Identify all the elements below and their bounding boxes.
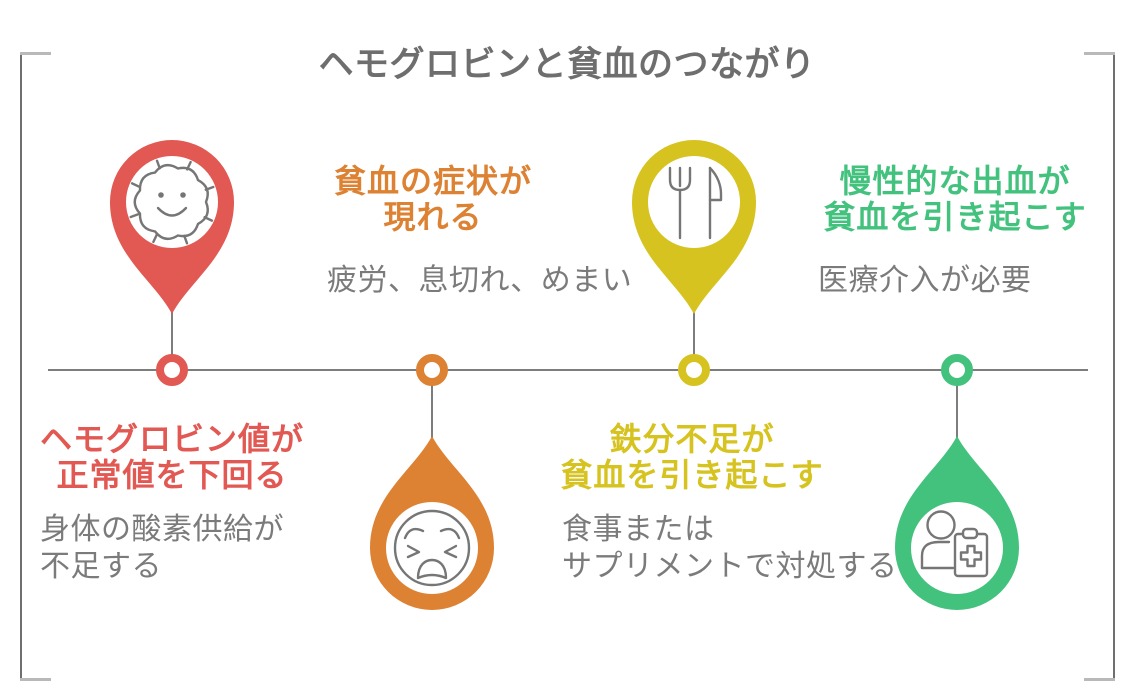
frame-top-right-arm xyxy=(1084,52,1115,55)
timeline-line xyxy=(48,369,1088,371)
step3-heading: 鉄分不足が 貧血を引き起こす xyxy=(542,421,842,493)
heading-line: 現れる xyxy=(383,199,483,235)
map-pin-step4 xyxy=(893,434,1021,612)
blood-cell-icon xyxy=(129,159,215,245)
step1-body: 身体の酸素供給が 不足する xyxy=(40,511,284,585)
timeline-ring-step1 xyxy=(156,354,188,386)
heading-line: 貧血の症状が xyxy=(333,163,532,199)
connector-step1 xyxy=(171,308,173,358)
connector-step3 xyxy=(693,308,695,358)
body-line: サプリメントで対処する xyxy=(562,550,898,583)
heading-line: 正常値を下回る xyxy=(56,457,288,493)
frame-top-left-arm xyxy=(20,52,51,55)
frame-bottom-right-arm xyxy=(1084,678,1115,681)
body-line: 身体の酸素供給が xyxy=(40,513,284,546)
step4-heading: 慢性的な出血が 貧血を引き起こす xyxy=(805,163,1105,235)
heading-line: 貧血を引き起こす xyxy=(560,457,824,493)
timeline-ring-step3 xyxy=(678,354,710,386)
body-line: 食事または xyxy=(562,513,715,546)
step4-body: 医療介入が必要 xyxy=(818,262,1032,299)
connector-step4 xyxy=(956,382,958,438)
map-pin-step2 xyxy=(368,434,496,612)
step1-heading: ヘモグロビン値が 正常値を下回る xyxy=(22,421,322,493)
heading-line: 貧血を引き起こす xyxy=(823,199,1087,235)
body-line: 疲労、息切れ、めまい xyxy=(327,264,633,297)
connector-step2 xyxy=(431,382,433,438)
frame-right-line xyxy=(1113,52,1115,681)
step3-body: 食事または サプリメントで対処する xyxy=(562,511,898,585)
step2-body: 疲労、息切れ、めまい xyxy=(327,262,632,299)
body-line: 医療介入が必要 xyxy=(818,264,1032,297)
map-pin-step3 xyxy=(630,138,758,316)
frame-left-line xyxy=(20,52,22,681)
fork-knife-icon xyxy=(668,166,723,240)
body-line: 不足する xyxy=(40,550,162,583)
heading-line: 鉄分不足が xyxy=(609,421,775,457)
heading-line: 慢性的な出血が xyxy=(839,163,1071,199)
timeline-ring-step2 xyxy=(416,354,448,386)
doctor-clipboard-icon xyxy=(920,510,989,578)
step2-heading: 貧血の症状が 現れる xyxy=(283,163,583,235)
weary-face-icon xyxy=(393,509,471,587)
timeline-ring-step4 xyxy=(941,354,973,386)
frame-bottom-left-arm xyxy=(20,678,51,681)
map-pin-step1 xyxy=(108,138,236,316)
heading-line: ヘモグロビン値が xyxy=(39,421,304,457)
page-title: ヘモグロビンと貧血のつながり xyxy=(318,45,816,84)
